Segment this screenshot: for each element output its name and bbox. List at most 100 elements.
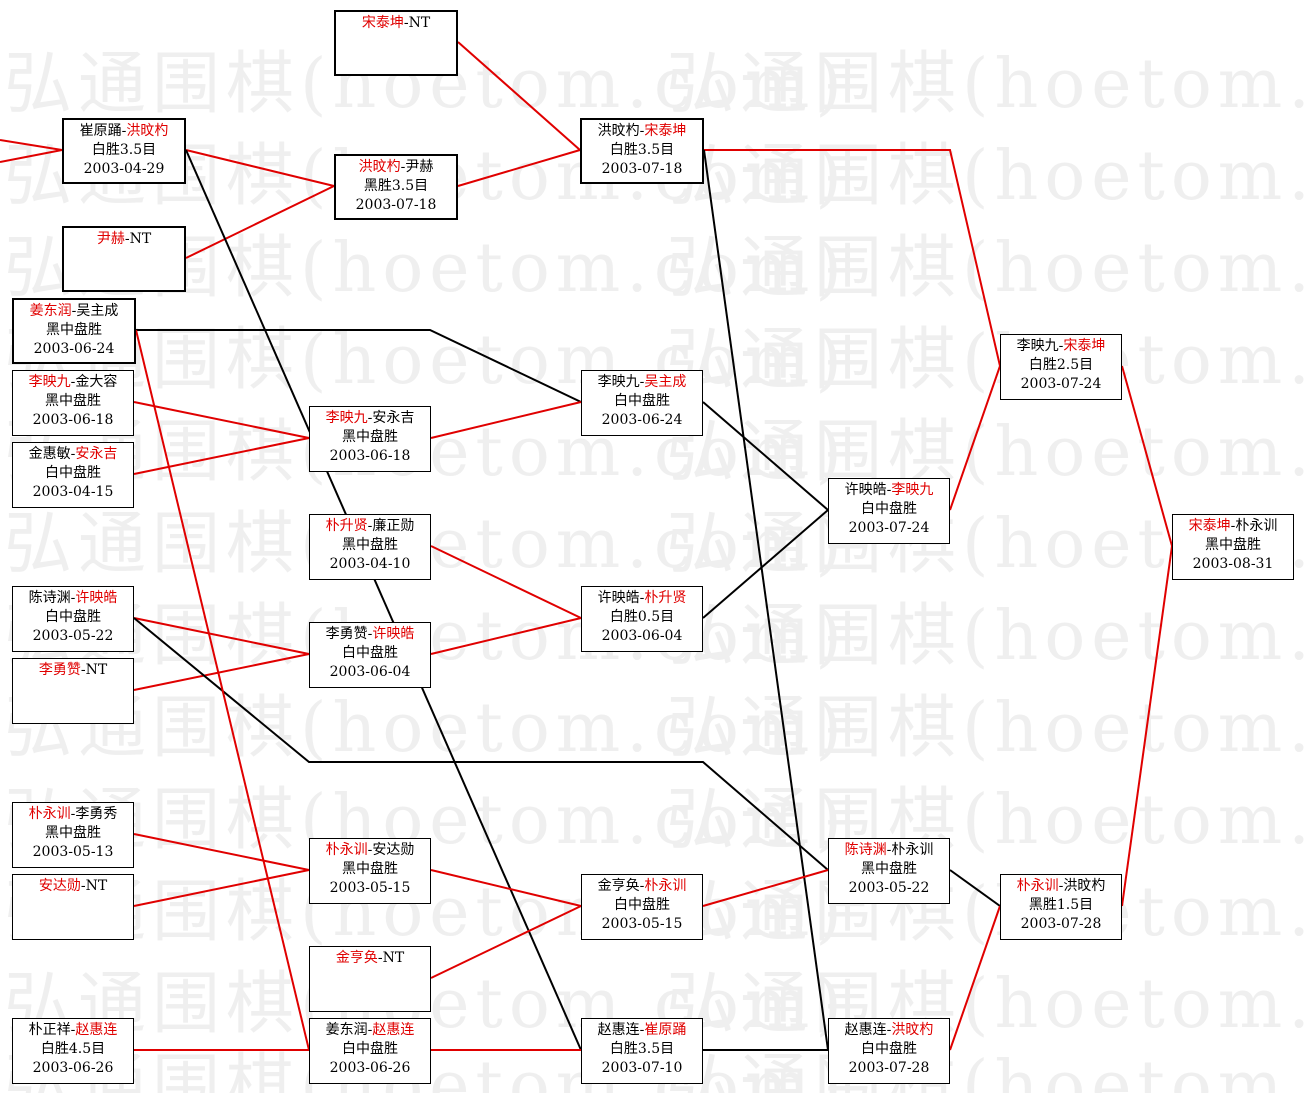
match-date: 2003-07-18 — [355, 197, 437, 213]
player-two: 安达勋 — [372, 842, 415, 858]
connector-line — [704, 149, 1001, 367]
match-date: 2003-07-28 — [848, 1060, 930, 1076]
match-date: 2003-04-15 — [32, 484, 114, 500]
player-one: 许映皓 — [597, 590, 640, 606]
connector-line — [135, 329, 310, 1051]
match-players: 李映九-安永吉 — [310, 409, 430, 428]
connector-line — [0, 139, 63, 163]
connector-line — [949, 365, 1001, 511]
player-one: 李勇赞 — [38, 662, 81, 678]
match-players: 李映九-吴主成 — [582, 373, 702, 392]
match-players: 洪旼杓-尹赫 — [336, 158, 456, 177]
player-separator: - — [639, 1022, 645, 1038]
match-date: 2003-06-24 — [601, 412, 683, 428]
match-players: 崔原踊-洪旼杓 — [64, 122, 184, 141]
player-one: 朴正祥 — [28, 1022, 71, 1038]
player-separator: - — [70, 590, 76, 606]
player-two: 朴永训 — [891, 842, 934, 858]
player-one: 金亨奂 — [597, 878, 640, 894]
player-two: 赵惠连 — [372, 1022, 415, 1038]
player-one: 洪旼杓 — [597, 123, 640, 139]
match-result: 黑中盘胜 — [342, 861, 398, 877]
match-result: 黑中盘胜 — [1205, 537, 1261, 553]
match-players: 朴永训-安达勋 — [310, 841, 430, 860]
match-result: 白中盘胜 — [614, 393, 670, 409]
match-players: 许映皓-朴升贤 — [582, 589, 702, 608]
player-two: 朴永训 — [644, 878, 687, 894]
match-result: 白中盘胜 — [614, 897, 670, 913]
match-box-m-liyz-nt: 李勇赞-NT — [12, 658, 134, 724]
player-one: 许映皓 — [844, 482, 887, 498]
player-separator: - — [367, 626, 373, 642]
player-separator: - — [377, 950, 383, 966]
player-one: 李映九 — [1016, 338, 1059, 354]
match-date: 2003-07-10 — [601, 1060, 683, 1076]
player-one: 陈诗渊 — [28, 590, 71, 606]
match-result: 白中盘胜 — [861, 501, 917, 517]
match-date: 2003-05-15 — [329, 880, 411, 896]
player-one: 姜东润 — [29, 303, 72, 319]
match-players: 洪旼杓-宋泰坤 — [582, 122, 702, 141]
player-one: 崔原踊 — [79, 123, 122, 139]
match-result: 白中盘胜 — [342, 645, 398, 661]
player-two: 朴升贤 — [644, 590, 687, 606]
player-two: 宋泰坤 — [1063, 338, 1106, 354]
player-separator: - — [367, 1022, 373, 1038]
match-box-m-yin-nt: 尹赫-NT — [62, 226, 186, 292]
match-box-m-jinhh-nt: 金亨奂-NT — [309, 946, 431, 1012]
player-separator: - — [367, 410, 373, 426]
match-date: 2003-07-24 — [848, 520, 930, 536]
player-separator: - — [70, 1022, 76, 1038]
connector-line — [430, 617, 582, 655]
player-separator: - — [367, 518, 373, 534]
player-one: 朴永训 — [28, 806, 71, 822]
match-result: 黑中盘胜 — [45, 825, 101, 841]
match-date: 2003-06-18 — [329, 448, 411, 464]
connector-line — [702, 869, 829, 907]
match-result: 白胜0.5目 — [609, 609, 675, 625]
match-date: 2003-07-18 — [601, 161, 683, 177]
player-separator: - — [121, 123, 127, 139]
match-box-m-an-nt: 安达勋-NT — [12, 874, 134, 940]
connector-line — [949, 869, 1001, 907]
player-one: 陈诗渊 — [844, 842, 887, 858]
match-result: 黑中盘胜 — [45, 393, 101, 409]
player-separator: - — [400, 159, 406, 175]
player-separator: - — [124, 231, 130, 247]
match-date: 2003-07-24 — [1020, 376, 1102, 392]
player-two: NT — [129, 231, 152, 247]
match-players: 安达勋-NT — [13, 877, 133, 896]
player-two: 吴主成 — [76, 303, 119, 319]
player-separator: - — [70, 374, 76, 390]
match-players: 许映皓-李映九 — [829, 481, 949, 500]
player-separator: - — [71, 303, 77, 319]
player-two: 许映皓 — [75, 590, 118, 606]
match-date: 2003-05-22 — [32, 628, 114, 644]
match-result: 黑中盘胜 — [46, 322, 102, 338]
player-separator: - — [80, 878, 86, 894]
player-two: 吴主成 — [644, 374, 687, 390]
player-separator: - — [886, 482, 892, 498]
match-box-m-li-wu: 李映九-吴主成白中盘胜 2003-06-24 — [581, 370, 703, 436]
player-two: 李映九 — [891, 482, 934, 498]
connector-line — [430, 545, 582, 619]
match-players: 宋泰坤-朴永训 — [1173, 517, 1293, 536]
player-one: 金亨奂 — [335, 950, 378, 966]
match-result: 白胜3.5目 — [91, 142, 157, 158]
player-separator: - — [80, 662, 86, 678]
player-two: 安永吉 — [372, 410, 415, 426]
match-box-m-cui-hong: 崔原踊-洪旼杓白胜3.5目 2003-04-29 — [62, 118, 186, 184]
match-date: 2003-04-29 — [83, 161, 165, 177]
player-one: 宋泰坤 — [1188, 518, 1231, 534]
match-players: 尹赫-NT — [64, 230, 184, 249]
player-two: 廉正勋 — [372, 518, 415, 534]
player-two: 金大容 — [75, 374, 118, 390]
